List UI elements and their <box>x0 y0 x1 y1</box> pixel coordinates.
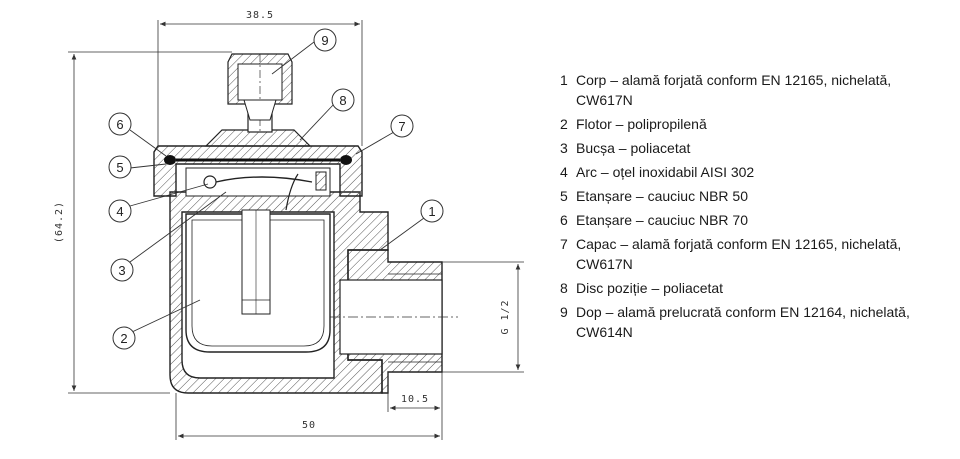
legend-item-number: 3 <box>560 140 568 156</box>
valve-cross-section-drawing: 38.5 (64.2) G 1/2 10.5 50 9 8 7 <box>54 10 524 440</box>
callout-7-label: 7 <box>398 119 405 134</box>
callout-8: 8 <box>299 88 355 141</box>
legend-item-number: 5 <box>560 188 568 204</box>
valve-cap <box>153 129 363 211</box>
callout-2: 2 <box>112 299 201 350</box>
callout-9-label: 9 <box>321 33 328 48</box>
legend-item: 2 Flotor – polipropilenă <box>560 114 950 134</box>
legend-item-number: 6 <box>560 212 568 228</box>
legend-item-number: 2 <box>560 116 568 132</box>
legend-item-text: Dop – alamă prelucrată conform EN 12164,… <box>576 304 910 340</box>
callout-8-label: 8 <box>339 93 346 108</box>
callout-5: 5 <box>108 155 167 179</box>
dimension-bottom-width: 50 <box>175 393 443 440</box>
legend-item-text: Disc poziție – poliacetat <box>576 280 724 296</box>
legend-item-number: 9 <box>560 304 568 320</box>
legend-item-text: Bucșa – poliacetat <box>576 140 691 156</box>
callout-3-label: 3 <box>118 263 125 278</box>
legend-item-text: Etanșare – cauciuc NBR 70 <box>576 212 748 228</box>
dimension-thread-length-label: 10.5 <box>401 394 429 405</box>
legend-item: 6 Etanșare – cauciuc NBR 70 <box>560 210 950 230</box>
dimension-bottom-width-label: 50 <box>302 420 316 431</box>
callout-3: 3 <box>110 191 227 282</box>
callout-6: 6 <box>108 112 167 157</box>
legend-item: 4 Arc – oțel inoxidabil AISI 302 <box>560 162 950 182</box>
legend-item: 5 Etanșare – cauciuc NBR 50 <box>560 186 950 206</box>
callout-4: 4 <box>108 183 209 223</box>
legend-item-text: Capac – alamă forjată conform EN 12165, … <box>576 236 902 272</box>
legend-item-text: Flotor – polipropilenă <box>576 116 707 132</box>
callout-5-label: 5 <box>116 160 123 175</box>
legend-item: 7 Capac – alamă forjată conform EN 12165,… <box>560 234 950 274</box>
legend-item-number: 7 <box>560 236 568 252</box>
callout-6-label: 6 <box>116 117 123 132</box>
legend-item-number: 4 <box>560 164 568 180</box>
dimension-thread-length: 10.5 <box>387 372 443 412</box>
callout-1-label: 1 <box>428 204 435 219</box>
dimension-height-label: (64.2) <box>54 201 65 243</box>
parts-legend: 1 Corp – alamă forjată conform EN 12165, … <box>560 70 950 346</box>
callout-4-label: 4 <box>116 204 123 219</box>
legend-item: 1 Corp – alamă forjată conform EN 12165, … <box>560 70 950 110</box>
callout-2-label: 2 <box>120 331 127 346</box>
callout-9: 9 <box>271 28 337 75</box>
dimension-top-width: 38.5 <box>157 10 363 146</box>
dimension-top-width-label: 38.5 <box>246 10 274 21</box>
legend-item: 8 Disc poziție – poliacetat <box>560 278 950 298</box>
callout-7: 7 <box>355 114 414 155</box>
legend-item: 9 Dop – alamă prelucrată conform EN 12164… <box>560 302 950 342</box>
legend-item: 3 Bucșa – poliacetat <box>560 138 950 158</box>
plug <box>227 53 293 133</box>
dimension-thread: G 1/2 <box>442 261 524 373</box>
legend-item-text: Arc – oțel inoxidabil AISI 302 <box>576 164 755 180</box>
legend-item-text: Corp – alamă forjată conform EN 12165, n… <box>576 72 892 108</box>
dimension-thread-label: G 1/2 <box>500 299 511 334</box>
legend-item-text: Etanșare – cauciuc NBR 50 <box>576 188 748 204</box>
callout-1: 1 <box>379 199 444 251</box>
dimension-height: (64.2) <box>54 51 232 394</box>
legend-item-number: 1 <box>560 72 568 88</box>
legend-item-number: 8 <box>560 280 568 296</box>
float <box>185 209 331 353</box>
